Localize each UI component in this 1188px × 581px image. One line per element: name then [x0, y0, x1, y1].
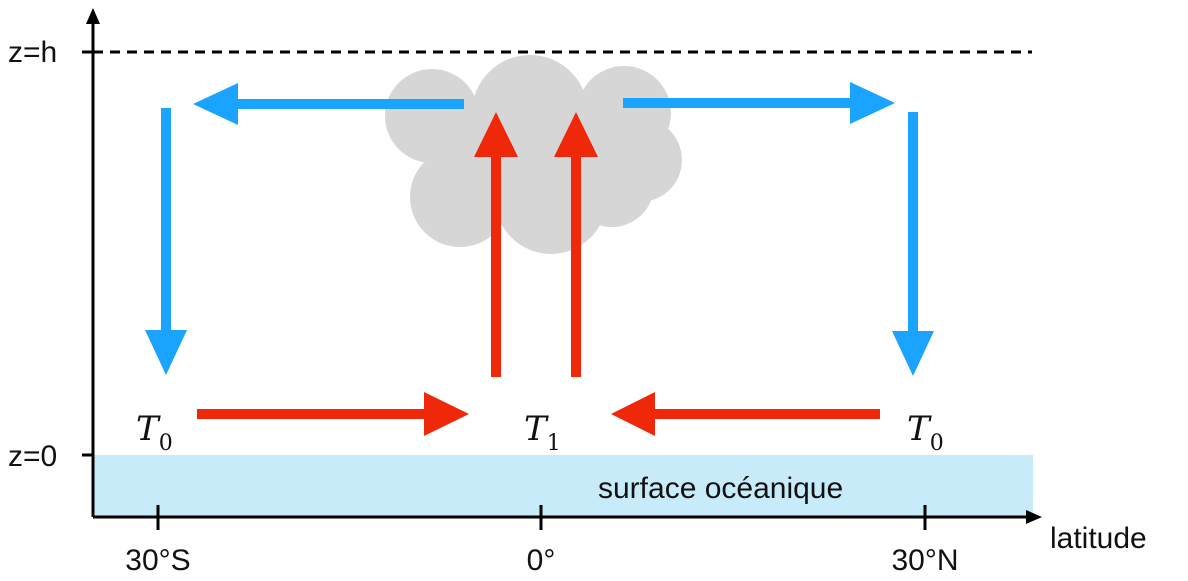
x-tick-label-30s: 30°S — [125, 544, 190, 577]
red-arrows — [197, 112, 880, 436]
arrow-upper-left — [193, 83, 464, 125]
x-tick-label-30n: 30°N — [891, 544, 958, 577]
arrow-surface-left — [197, 392, 469, 436]
arrow-rise-right — [554, 112, 598, 377]
arrow-upper-right — [623, 82, 895, 124]
cloud-icon — [385, 55, 682, 254]
temperature-label-left: T0 — [136, 409, 173, 456]
arrow-descend-right — [892, 112, 934, 376]
temperature-label-center: T1 — [524, 409, 561, 456]
blue-arrows — [145, 82, 934, 376]
arrow-rise-left — [474, 112, 518, 377]
x-axis-label: latitude — [1050, 522, 1147, 555]
ocean-surface-band — [93, 455, 1033, 517]
y-label-bottom: z=0 — [8, 440, 57, 473]
x-tick-label-0: 0° — [527, 544, 556, 577]
x-axis — [93, 510, 1042, 524]
arrow-descend-left — [145, 108, 187, 375]
y-axis — [86, 8, 100, 517]
temperature-label-right: T0 — [907, 409, 944, 456]
surface-label: surface océanique — [598, 472, 843, 505]
arrow-surface-right — [611, 392, 880, 436]
y-label-top: z=h — [8, 36, 57, 69]
